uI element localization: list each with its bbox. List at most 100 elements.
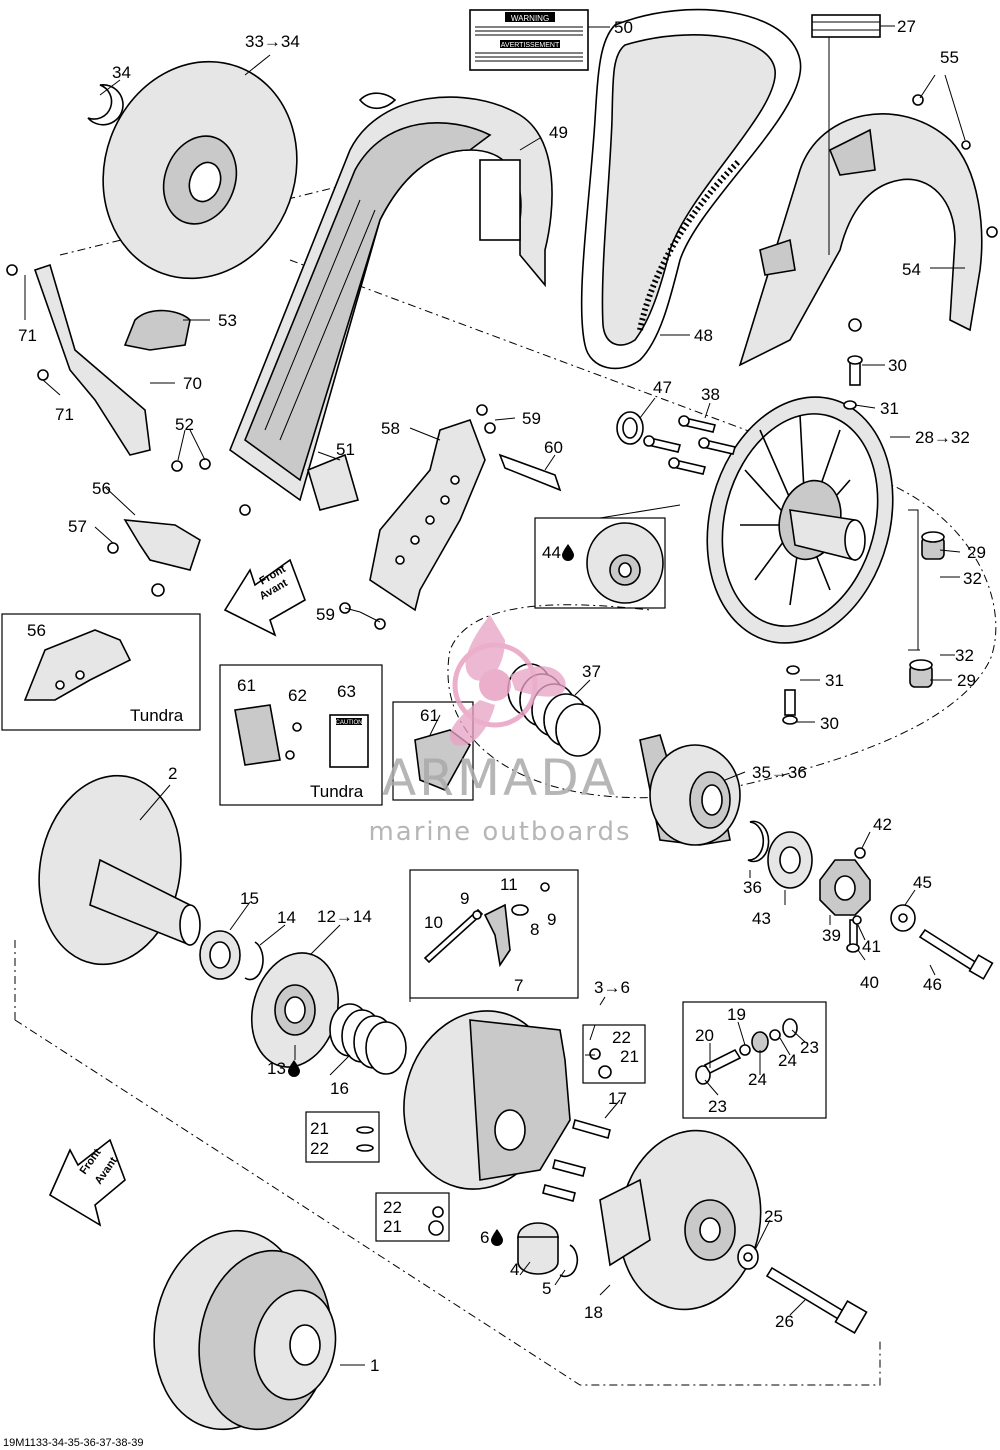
belt-guard-49 [229,92,553,502]
roller-29-upper [921,531,945,560]
callout-63: 63 [337,682,356,701]
callout-47: 47 [653,378,672,397]
callout-8: 8 [530,920,539,939]
callout-11: 11 [500,875,518,894]
watermark-tagline: marine outboards [368,817,631,847]
callout-59-a: 59 [522,409,541,428]
rivet-54 [986,226,998,238]
roller-29-lower [909,659,933,688]
callout-51: 51 [336,440,355,459]
clip-60 [498,453,562,492]
callout-39: 39 [822,926,841,945]
pad-53 [123,309,191,351]
callout-50: 50 [614,18,633,37]
tundra-label-b: Tundra [310,782,364,801]
callout-22-b: 22 [310,1139,329,1158]
callout-26: 26 [775,1312,794,1331]
bracket-58 [369,418,486,612]
o-ring-box-21-22-left [305,1111,380,1163]
spring-cup-12 [250,952,340,1068]
callout-35-36: 35→36 [752,763,807,782]
nut-52a [171,460,183,472]
front-direction-arrow-upper: Front Avant [223,558,306,637]
bracket-56 [123,519,201,571]
brand-watermark: ARMADA marine outboards [368,615,631,847]
plate-51 [307,453,359,511]
grease-drop-icon-6 [491,1229,503,1246]
o-ring-box-21-22 [582,1024,646,1084]
callout-71-b: 71 [55,405,74,424]
callout-21-c: 21 [383,1217,402,1236]
svg-text:CAUTION: CAUTION [336,720,363,726]
callout-48: 48 [694,326,713,345]
bushing-box-44 [534,517,666,609]
callout-41: 41 [862,937,881,956]
svg-text:AVERTISSEMENT: AVERTISSEMENT [501,42,560,49]
diagram-reference: 19M1133-34-35-36-37-38-39 [3,1437,143,1449]
warning-decal-50: WARNING AVERTISSEMENT [469,9,589,71]
callout-61-b: 61 [420,706,439,725]
circlip-36 [747,820,770,863]
grease-drop-icon-13 [288,1060,300,1077]
callout-31-a: 31 [880,399,899,418]
callout-15: 15 [240,889,259,908]
callout-29-b: 29 [957,671,976,690]
fixed-drive-sheave-2 [38,774,201,966]
callout-49: 49 [549,123,568,142]
callout-40: 40 [860,973,879,992]
callout-42: 42 [873,815,892,834]
screws-59 [339,404,496,630]
callout-27: 27 [897,17,916,36]
lever-kit-box [409,869,579,999]
callout-24-a: 24 [778,1051,797,1070]
callout-12-14: 12→14 [317,907,372,926]
cam-35 [639,734,741,846]
callout-4: 4 [510,1260,519,1279]
callout-7: 7 [514,976,523,995]
watermark-brand: ARMADA [382,749,618,807]
callout-21-a: 21 [620,1047,639,1066]
callout-44: 44 [542,543,561,562]
leader-lines [24,25,966,1366]
bolt-30-upper [843,355,863,410]
drive-belt-48 [580,8,802,370]
callout-70: 70 [183,374,202,393]
callout-54: 54 [902,260,921,279]
callout-38: 38 [701,385,720,404]
callout-5: 5 [542,1279,551,1298]
guard-cover-54 [738,113,983,367]
callout-30-a: 30 [888,356,907,375]
rivet-55b [961,140,971,150]
callout-29-a: 29 [967,543,986,562]
callout-24-b: 24 [748,1070,767,1089]
nut-42 [854,847,866,859]
callout-22-a: 22 [612,1028,631,1047]
callout-1: 1 [370,1356,379,1375]
callout-37: 37 [582,662,601,681]
callout-34: 34 [112,63,131,82]
callout-10: 10 [424,913,443,932]
callout-16: 16 [330,1079,349,1098]
callout-53: 53 [218,311,237,330]
spring-16 [329,1003,407,1075]
washer-56 [151,583,165,597]
callout-46: 46 [923,975,942,994]
svg-text:WARNING: WARNING [511,14,549,23]
washer-41 [852,915,862,925]
nut-52c [239,504,251,516]
o-ring-box-21-22-bottom [375,1192,450,1242]
callout-71-a: 71 [18,326,37,345]
grease-drop-icon-44 [562,544,574,561]
callout-9-b: 9 [547,910,556,929]
seal-15 [199,930,241,980]
callout-21-b: 21 [310,1119,329,1138]
callout-55: 55 [940,48,959,67]
callout-30-b: 30 [820,714,839,733]
callout-labels: 33→34 34 50 27 55 54 49 48 53 70 71 71 5… [18,17,986,1375]
callout-3-6: 3→6 [594,978,630,997]
bolt-30-lower [782,665,800,725]
spider-18 [599,1129,762,1311]
callout-62: 62 [288,686,307,705]
callout-59-b: 59 [316,605,335,624]
